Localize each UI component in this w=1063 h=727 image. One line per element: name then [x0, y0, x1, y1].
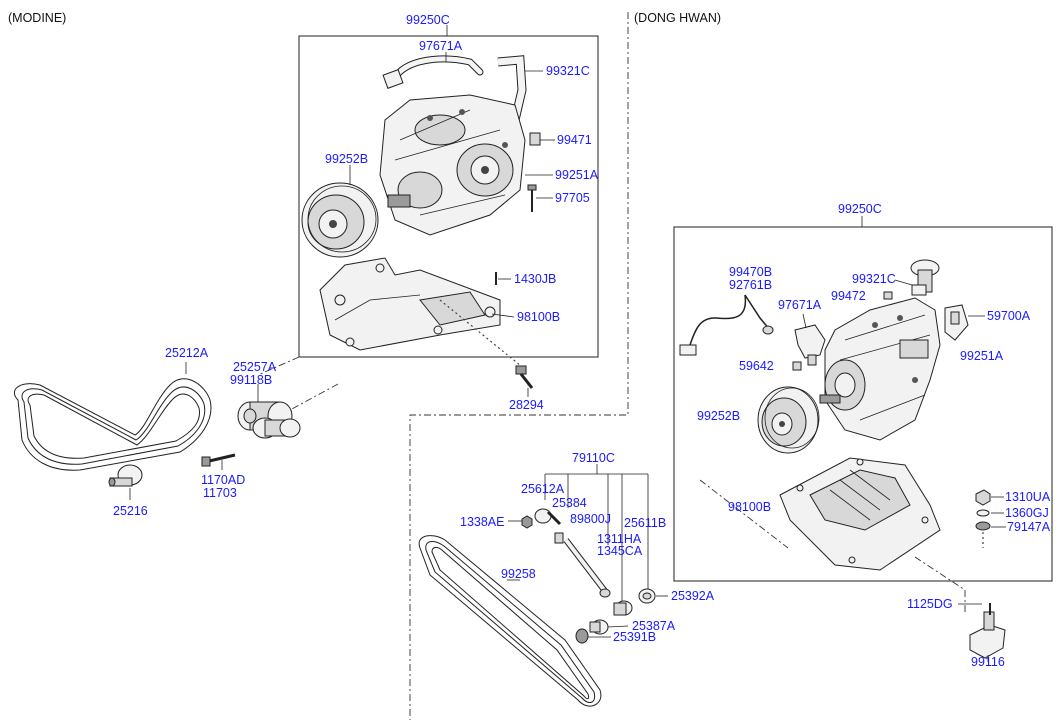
discharge-pipe [382, 55, 527, 122]
label-1345ca[interactable]: 1345CA [597, 544, 643, 558]
label-1170ad[interactable]: 1170AD [201, 473, 245, 487]
label-59700a[interactable]: 59700A [987, 309, 1031, 323]
label-99250c-right[interactable]: 99250C [838, 202, 882, 216]
fitting-99471 [529, 132, 541, 146]
label-99470b[interactable]: 99470B [729, 265, 772, 279]
valve-99321c [894, 259, 940, 296]
label-25391b[interactable]: 25391B [613, 630, 656, 644]
label-92761b[interactable]: 92761B [729, 278, 772, 292]
fitting-59642 [792, 361, 802, 371]
label-25216[interactable]: 25216 [113, 504, 148, 518]
hardware-1310ua-group [975, 489, 1006, 548]
modine-compressor [379, 94, 526, 236]
label-1125dg[interactable]: 1125DG [907, 597, 953, 611]
label-1430jb[interactable]: 1430JB [514, 272, 556, 286]
donghwan-assembly-box [673, 226, 1053, 582]
label-99251a-left[interactable]: 99251A [555, 168, 599, 182]
idler-pulley [237, 384, 301, 439]
tensioner-leader-tree [544, 464, 649, 605]
label-99321c-left[interactable]: 99321C [546, 64, 590, 78]
clutch-pulley [301, 182, 379, 258]
label-25212a[interactable]: 25212A [165, 346, 209, 360]
label-99321c-right[interactable]: 99321C [852, 272, 896, 286]
label-25611b[interactable]: 25611B [624, 516, 666, 530]
label-11703[interactable]: 11703 [203, 486, 237, 500]
belt-99258 [418, 535, 602, 707]
label-99471[interactable]: 99471 [557, 133, 592, 147]
label-99118b[interactable]: 99118B [230, 373, 272, 387]
tensioner-assembly [508, 508, 668, 644]
bolt-28294 [515, 365, 534, 389]
right-clutch-pulley [757, 386, 820, 454]
section-divider [409, 12, 629, 720]
cap-99472 [883, 291, 893, 300]
label-1310ua[interactable]: 1310UA [1005, 490, 1051, 504]
switch-59700a [944, 304, 985, 341]
label-99472[interactable]: 99472 [831, 289, 866, 303]
modine-mounting-bracket [319, 257, 501, 351]
label-25384[interactable]: 25384 [552, 496, 587, 510]
label-1360gj[interactable]: 1360GJ [1005, 506, 1049, 520]
fitting-97671a [794, 313, 826, 366]
label-99250c-left[interactable]: 99250C [406, 13, 450, 27]
label-98100b-left[interactable]: 98100B [517, 310, 560, 324]
label-99252b-right[interactable]: 99252B [697, 409, 740, 423]
label-99251a-right[interactable]: 99251A [960, 349, 1004, 363]
donghwan-mounting-bracket [779, 457, 941, 571]
label-25392a[interactable]: 25392A [671, 589, 715, 603]
section-title-dong-hwan: (DONG HWAN) [634, 11, 721, 25]
left-leaders [349, 52, 555, 397]
label-25257a[interactable]: 25257A [233, 360, 277, 374]
tensioner-pulley [108, 464, 143, 500]
section-title-modine: (MODINE) [8, 11, 66, 25]
label-79147a[interactable]: 79147A [1007, 520, 1051, 534]
label-1338ae[interactable]: 1338AE [460, 515, 504, 529]
label-97705[interactable]: 97705 [555, 191, 590, 205]
label-1311ha[interactable]: 1311HA [597, 532, 642, 546]
wiring-harness [679, 294, 774, 356]
label-99116[interactable]: 99116 [971, 655, 1005, 669]
label-59642[interactable]: 59642 [739, 359, 774, 373]
label-99258[interactable]: 99258 [501, 567, 536, 581]
label-97671a-left[interactable]: 97671A [419, 39, 463, 53]
bolt-1170ad [201, 453, 236, 470]
label-25612a[interactable]: 25612A [521, 482, 565, 496]
mount-99116 [958, 603, 1006, 662]
donghwan-compressor [819, 297, 941, 441]
label-98100b-right[interactable]: 98100B [728, 500, 771, 514]
bolt-97705 [527, 184, 537, 212]
label-97671a-right[interactable]: 97671A [778, 298, 822, 312]
label-79110c[interactable]: 79110C [572, 451, 615, 465]
modine-assembly-box [298, 35, 599, 358]
belt-25212a [13, 362, 212, 471]
label-28294[interactable]: 28294 [509, 398, 544, 412]
label-99252b-left[interactable]: 99252B [325, 152, 368, 166]
label-25387a[interactable]: 25387A [632, 619, 676, 633]
label-89800j[interactable]: 89800J [570, 512, 611, 526]
